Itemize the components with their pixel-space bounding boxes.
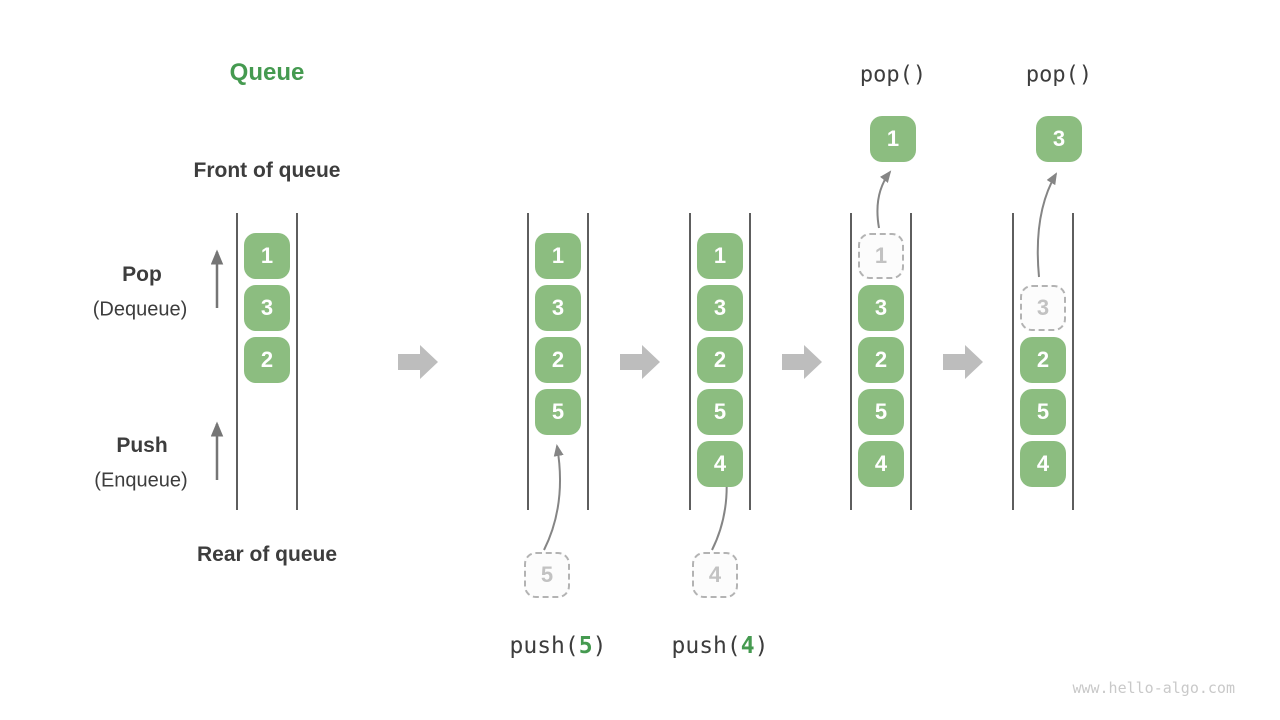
push-call-prefix: push( [509,633,579,659]
queue-cell: 2 [697,337,743,383]
step-arrow-icon [782,345,822,379]
queue-cell: 4 [1020,441,1066,487]
pop-call-label: pop() [859,62,927,88]
queue-state-1: 1 3 2 [236,213,298,510]
push-call-arg: 5 [578,633,593,659]
popped-value-box: 3 [1036,116,1082,162]
step-arrow-icon [943,345,983,379]
queue-cell: 1 [535,233,581,279]
queue-cell: 2 [535,337,581,383]
diagram-title: Queue [229,59,305,86]
watermark: www.hello-algo.com [1072,679,1235,697]
queue-cell: 4 [697,441,743,487]
queue-cell: 5 [858,389,904,435]
push-label: Push [116,434,168,457]
pop-label: Pop [122,263,162,286]
queue-cell: 3 [858,285,904,331]
queue-cell: 5 [535,389,581,435]
queue-cell: 1 [244,233,290,279]
queue-cell: 3 [244,285,290,331]
step-arrow-icon [398,345,438,379]
push-call-suffix: ) [754,633,769,659]
front-of-queue-label: Front of queue [193,159,341,182]
popped-value-box: 1 [870,116,916,162]
push-value-ghost-box: 5 [524,552,570,598]
queue-cell: 4 [858,441,904,487]
push-call-arg: 4 [740,633,755,659]
dequeue-label: (Dequeue) [92,298,188,321]
queue-cell: 5 [697,389,743,435]
push-call-label: push(4) [672,633,769,659]
step-arrow-icon [620,345,660,379]
push-call-suffix: ) [592,633,607,659]
push-call-prefix: push( [671,633,741,659]
queue-state-2: 1 3 2 5 [527,213,589,510]
queue-cell: 5 [1020,389,1066,435]
queue-state-3: 1 3 2 5 4 [689,213,751,510]
queue-cell: 3 [697,285,743,331]
push-call-label: push(5) [510,633,607,659]
queue-cell: 2 [858,337,904,383]
queue-cell: 3 [535,285,581,331]
queue-cell: 1 [697,233,743,279]
queue-cell-ghost: 1 [858,233,904,279]
queue-cell-ghost: 3 [1020,285,1066,331]
push-value-ghost-box: 4 [692,552,738,598]
rear-of-queue-label: Rear of queue [196,543,338,566]
queue-state-5: 3 2 5 4 [1012,213,1074,510]
queue-cell: 2 [1020,337,1066,383]
queue-state-4: 1 3 2 5 4 [850,213,912,510]
enqueue-label: (Enqueue) [94,469,188,492]
queue-cell: 2 [244,337,290,383]
pop-call-label: pop() [1025,62,1093,88]
